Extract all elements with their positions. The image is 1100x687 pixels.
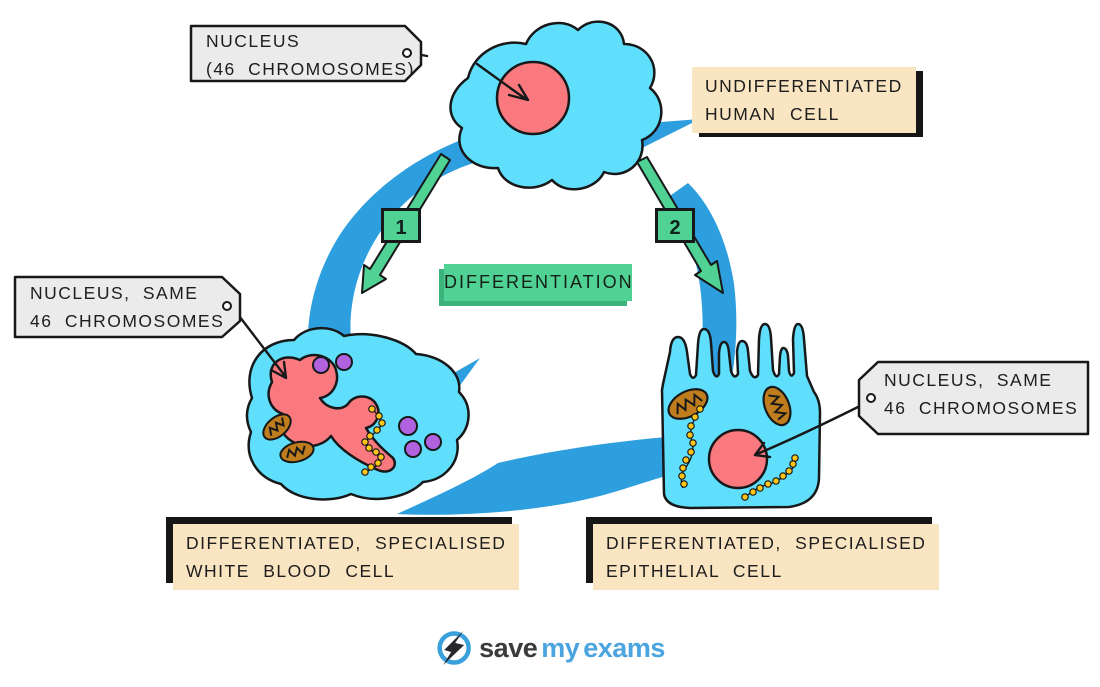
mitochondrion [262, 413, 292, 441]
logo-word-exams: exams [583, 633, 665, 663]
tag-nucleus-right: NUCLEUS, SAME 46 CHROMOSOMES [884, 366, 1078, 422]
tag-hole [222, 301, 232, 311]
step-1-badge: 1 [381, 208, 421, 243]
logo-word-my: my [541, 633, 580, 663]
tag-top-shape [189, 24, 423, 83]
mitochondrion [279, 440, 315, 464]
tag-shapes [13, 24, 1090, 436]
epithelial-cell-nucleus [707, 428, 769, 490]
undifferentiated-cell-label: UNDIFFERENTIATED HUMAN CELL [692, 67, 916, 133]
tag-hole [402, 48, 412, 58]
lightning-bolt-icon [437, 631, 471, 665]
tag-nucleus-top: NUCLEUS (46 CHROMOSOMES) [206, 27, 415, 83]
white-blood-cell-label: DIFFERENTIATED, SPECIALISED WHITE BLOOD … [173, 524, 520, 590]
epithelial-cell-illustration [660, 322, 822, 510]
tag-line: 46 CHROMOSOMES [884, 398, 1079, 418]
epithelial-cell-label: DIFFERENTIATED, SPECIALISED EPITHELIAL C… [593, 524, 940, 590]
label-line: DIFFERENTIATED, SPECIALISED [186, 533, 507, 553]
ribosome-chain [678, 405, 704, 489]
label-line: UNDIFFERENTIATED [705, 76, 903, 96]
tag-line: NUCLEUS [206, 31, 301, 51]
tag-hole [866, 393, 876, 403]
label-line: HUMAN CELL [705, 104, 840, 124]
tag-line: NUCLEUS, SAME [30, 283, 199, 303]
tag-line: (46 CHROMOSOMES) [206, 59, 415, 79]
epithelial-cell-body [660, 322, 822, 510]
tag-line: NUCLEUS, SAME [884, 370, 1053, 390]
arrowhead [507, 83, 530, 102]
label-line: EPITHELIAL CELL [606, 561, 783, 581]
mitochondrion [762, 385, 792, 427]
tag-nucleus-left: NUCLEUS, SAME 46 CHROMOSOMES [30, 279, 224, 335]
label-line: DIFFERENTIATED, SPECIALISED [606, 533, 927, 553]
undifferentiated-cell-illustration [449, 20, 663, 191]
arrowhead [753, 441, 772, 459]
tag-right-shape [857, 360, 1090, 436]
ring-bottom-arc [397, 433, 750, 515]
ribosome-chain [361, 405, 386, 476]
arrowhead [269, 360, 288, 380]
pointer-to-top-nucleus [475, 62, 528, 101]
tag-line: 46 CHROMOSOMES [30, 311, 225, 331]
differentiation-label: DIFFERENTIATION [444, 264, 632, 301]
logo-word-save: save [479, 633, 538, 663]
tag-left-shape [13, 275, 242, 339]
pointer-to-epithelial-nucleus [755, 401, 868, 456]
label-line: WHITE BLOOD CELL [186, 561, 396, 581]
undifferentiated-cell-nucleus [495, 60, 571, 136]
white-blood-cell-illustration [245, 327, 470, 501]
pointer-to-wbc-nucleus [231, 306, 287, 378]
granules [312, 353, 442, 458]
ring-left-arc [307, 126, 512, 454]
step-2-badge: 2 [655, 208, 695, 243]
ribosome-chain [741, 454, 799, 501]
